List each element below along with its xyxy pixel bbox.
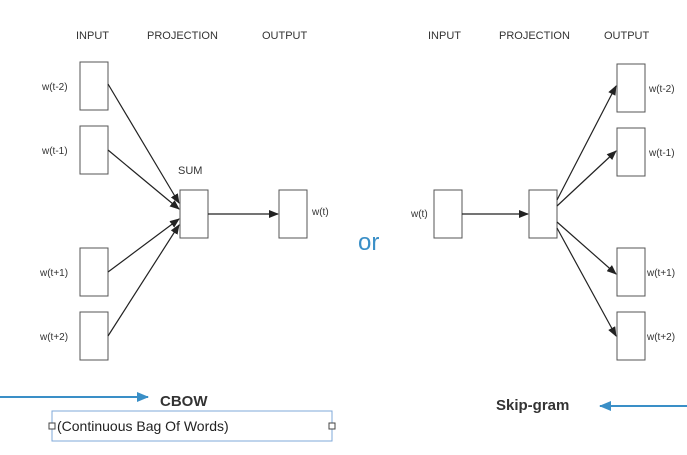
cbow-input-label-1: w(t-2) — [41, 82, 68, 93]
cbow-input-box-1 — [79, 61, 109, 111]
skipgram-diagram: INPUT PROJECTION OUTPUT w(t) w(t-2) w(t-… — [410, 30, 675, 414]
cbow-diagram: INPUT PROJECTION OUTPUT w(t-2) w(t-1) w(… — [39, 30, 329, 410]
skipgram-arrow-4 — [556, 227, 617, 337]
or-label: or — [358, 229, 379, 256]
cbow-header-projection: PROJECTION — [147, 30, 218, 42]
skipgram-input-box — [433, 189, 463, 239]
skipgram-header-output: OUTPUT — [604, 30, 650, 42]
cbow-header-input: INPUT — [76, 30, 109, 42]
skipgram-arrow-2 — [556, 150, 617, 207]
cbow-input-box-3 — [79, 247, 109, 297]
skipgram-header-projection: PROJECTION — [499, 30, 570, 42]
cbow-header-output: OUTPUT — [262, 30, 308, 42]
skipgram-projection-box — [528, 189, 558, 239]
skipgram-output-box-1 — [616, 63, 646, 113]
skipgram-output-label-3: w(t+1) — [646, 268, 675, 279]
skipgram-title: Skip-gram — [496, 397, 569, 414]
subtitle-textbox[interactable]: (Continuous Bag Of Words) — [48, 410, 336, 442]
skipgram-arrow-3 — [556, 221, 617, 275]
resize-handle-left[interactable] — [48, 422, 56, 430]
skipgram-arrow-1 — [556, 85, 617, 201]
skipgram-input-label: w(t) — [410, 209, 428, 220]
cbow-input-box-4 — [79, 311, 109, 361]
cbow-input-label-2: w(t-1) — [41, 146, 68, 157]
cbow-subtitle: (Continuous Bag Of Words) — [57, 418, 229, 434]
cbow-output-box — [278, 189, 308, 239]
cbow-input-box-2 — [79, 125, 109, 175]
cbow-title: CBOW — [160, 393, 208, 410]
cbow-input-label-3: w(t+1) — [39, 268, 68, 279]
cbow-input-label-4: w(t+2) — [39, 332, 68, 343]
cbow-sum-label: SUM — [178, 165, 202, 177]
skipgram-output-label-4: w(t+2) — [646, 332, 675, 343]
cbow-output-label: w(t) — [311, 207, 329, 218]
skipgram-output-label-1: w(t-2) — [648, 84, 675, 95]
cbow-projection-box — [179, 189, 209, 239]
resize-handle-right[interactable] — [328, 422, 336, 430]
cbow-arrow-3 — [107, 218, 180, 273]
cbow-arrow-1 — [107, 83, 180, 204]
skipgram-output-box-4 — [616, 311, 646, 361]
skipgram-output-box-2 — [616, 127, 646, 177]
skipgram-output-box-3 — [616, 247, 646, 297]
cbow-arrow-2 — [107, 149, 180, 210]
cbow-arrow-4 — [107, 224, 180, 337]
skipgram-output-label-2: w(t-1) — [648, 148, 675, 159]
skipgram-header-input: INPUT — [428, 30, 461, 42]
